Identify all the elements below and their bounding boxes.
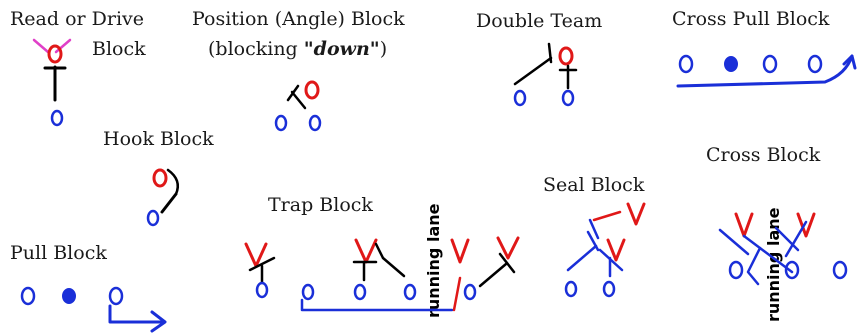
trap-puller-icon	[301, 283, 315, 301]
read-drive-block-label-line2: Block	[92, 38, 146, 60]
blocker-icon	[146, 209, 160, 227]
position-sublabel-down: "down"	[303, 38, 380, 60]
seal-block-diagram	[564, 202, 646, 298]
trapped-defender-v-icon	[450, 238, 470, 264]
seal-red-line	[592, 210, 622, 222]
blocker-icon	[463, 283, 477, 301]
offensive-player-icon	[274, 114, 288, 132]
offensive-player-icon	[678, 54, 694, 74]
blocker-icon	[255, 281, 269, 299]
blocker-icon-left	[513, 89, 527, 107]
trap-block-diagram	[244, 236, 520, 312]
defender-v-icon	[496, 236, 520, 260]
position-sublabel-prefix: (blocking	[208, 38, 304, 60]
trap-red-line	[452, 276, 462, 312]
hook-block-diagram	[146, 168, 179, 227]
ball-carrier-icon	[62, 288, 76, 304]
defender-icon	[558, 46, 574, 66]
offensive-player-icon	[50, 109, 64, 127]
offensive-player-icon	[762, 54, 778, 74]
blocker-icon	[403, 283, 417, 301]
blocker-icon-right	[561, 89, 575, 107]
block-contact-bar	[248, 256, 276, 272]
block-line-angle	[374, 242, 385, 260]
defender-icon	[47, 44, 63, 64]
cross-path-line	[774, 226, 800, 252]
block-line-left	[513, 56, 553, 86]
defender-v-icon	[626, 202, 646, 226]
blocker-icon	[728, 260, 744, 280]
blocker-icon	[784, 260, 800, 280]
pull-path-line	[676, 54, 854, 88]
puller-icon	[108, 286, 124, 306]
block-line	[160, 192, 178, 214]
cross-block-label: Cross Block	[706, 144, 821, 166]
seal-path-line	[566, 244, 598, 272]
blocker-icon	[353, 283, 367, 301]
pull-path-line	[108, 304, 166, 324]
block-line	[478, 262, 508, 288]
ball-carrier-icon	[724, 56, 738, 72]
seal-block-label: Seal Block	[543, 174, 645, 196]
read-highlight-right	[54, 38, 72, 54]
offensive-player-icon	[20, 286, 36, 306]
read-drive-block-label-line1: Read or Drive	[10, 8, 145, 30]
cross-path-line	[784, 220, 808, 258]
pull-arrowhead	[842, 54, 857, 70]
position-angle-block-sublabel: (blocking "down")	[208, 38, 387, 60]
pull-block-label: Pull Block	[10, 242, 107, 264]
defender-v-icon	[796, 212, 816, 238]
block-line	[381, 256, 406, 278]
block-contact-bar	[498, 252, 516, 274]
blocker-icon	[832, 260, 848, 280]
pull-arrowhead	[150, 310, 167, 333]
hook-block-label: Hook Block	[103, 128, 214, 150]
cross-path-line	[742, 234, 794, 274]
blocker-icon	[564, 280, 578, 298]
trap-block-label: Trap Block	[268, 194, 373, 216]
position-angle-block-diagram	[274, 80, 322, 132]
blocker-icon	[308, 114, 322, 132]
read-drive-block-diagram	[32, 38, 72, 127]
defender-icon	[152, 168, 168, 188]
defender-v-icon	[734, 212, 754, 238]
offensive-player-icon	[807, 54, 823, 74]
cross-path-line	[718, 228, 750, 256]
seal-path-line	[588, 218, 600, 240]
hook-contact-arc	[166, 168, 179, 196]
read-highlight-left	[32, 38, 50, 54]
defender-v-icon	[354, 238, 378, 264]
position-sublabel-suffix: )	[379, 38, 388, 60]
block-line	[290, 90, 307, 110]
blocker-icon	[602, 280, 616, 298]
position-angle-block-label: Position (Angle) Block	[192, 8, 405, 30]
trap-pull-path	[300, 298, 454, 312]
cross-pull-block-label: Cross Pull Block	[672, 8, 830, 30]
cross-pull-block-diagram	[676, 54, 857, 88]
pull-block-diagram	[20, 286, 167, 333]
defender-v-icon	[606, 238, 626, 262]
cross-path-line	[746, 246, 762, 286]
double-team-label: Double Team	[476, 10, 603, 32]
double-team-diagram	[513, 42, 578, 107]
defender-icon	[304, 80, 320, 100]
cross-block-diagram	[718, 212, 848, 286]
